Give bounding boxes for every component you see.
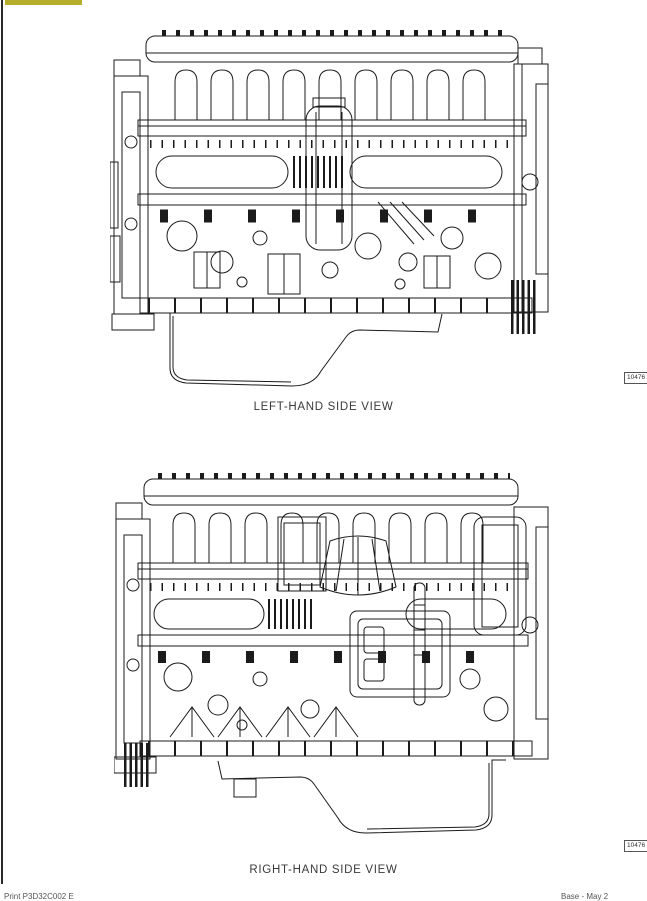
page-left-border	[1, 0, 3, 884]
footer-print-code: Print P3D32C002 E	[4, 892, 74, 901]
engine-right-hand-side-view-drawing	[114, 465, 554, 847]
figure-caption-left-view: LEFT-HAND SIDE VIEW	[253, 401, 394, 413]
figure-number-badge: 10476	[624, 840, 647, 852]
engine-left-hand-side-view-drawing	[110, 20, 552, 395]
figure-caption-right-view: RIGHT-HAND SIDE VIEW	[249, 864, 398, 876]
highlight-bar	[5, 0, 82, 5]
figure-number-badge: 10476	[624, 372, 647, 384]
footer-date: Base - May 2	[561, 892, 609, 901]
